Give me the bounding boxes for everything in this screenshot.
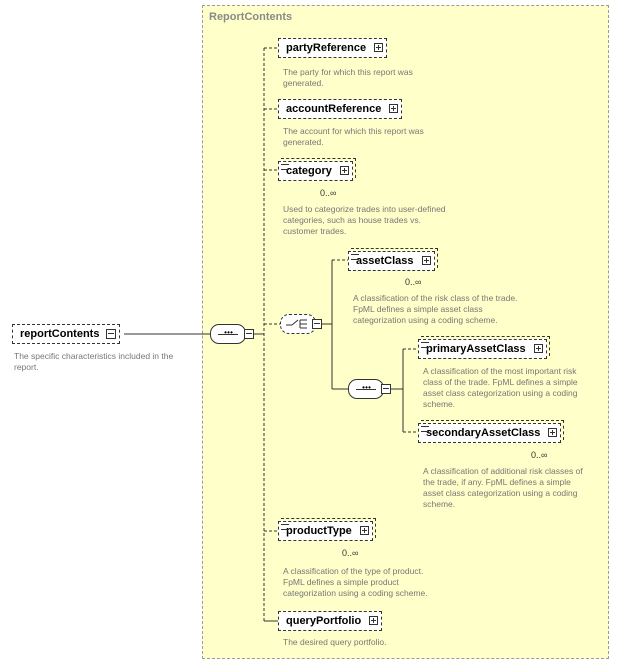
productType-cardinality: 0..∞	[342, 548, 359, 558]
primaryAssetClass-doc: A classification of the most important r…	[423, 366, 578, 409]
sequence-compositor-icon[interactable]	[348, 379, 384, 399]
choice-compositor-icon[interactable]	[280, 314, 316, 334]
secondaryAssetClass-doc: A classification of additional risk clas…	[423, 466, 583, 509]
minus-box-icon[interactable]	[312, 319, 322, 329]
plus-box-icon[interactable]	[389, 104, 399, 113]
plus-box-icon[interactable]	[548, 428, 558, 437]
element-queryPortfolio[interactable]: queryPortfolio	[278, 611, 383, 631]
category-doc: Used to categorize trades into user-defi…	[283, 204, 446, 236]
productType-doc: A classification of the type of product.…	[283, 566, 428, 598]
root-doc: The specific characteristics included in…	[14, 351, 174, 372]
minus-box-icon[interactable]	[106, 329, 117, 339]
element-label: reportContents	[20, 328, 100, 340]
element-accountReference[interactable]: accountReference	[278, 99, 403, 119]
element-category[interactable]: category	[278, 158, 356, 181]
element-secondaryAssetClass[interactable]: secondaryAssetClass	[418, 420, 565, 443]
element-partyReference[interactable]: partyReference	[278, 38, 388, 58]
assetClass-doc: A classification of the risk class of th…	[353, 293, 518, 325]
plus-box-icon[interactable]	[421, 256, 431, 265]
sequence-compositor-icon[interactable]	[210, 324, 246, 344]
element-reportContents[interactable]: reportContents	[12, 324, 121, 344]
plus-box-icon[interactable]	[533, 344, 543, 353]
category-cardinality: 0..∞	[320, 188, 337, 198]
plus-box-icon[interactable]	[339, 166, 349, 175]
group-box	[202, 5, 609, 659]
queryPortfolio-doc: The desired query portfolio.	[283, 637, 387, 647]
minus-box-icon[interactable]	[381, 384, 391, 394]
assetClass-cardinality: 0..∞	[405, 277, 422, 287]
plus-box-icon[interactable]	[359, 526, 369, 535]
plus-box-icon[interactable]	[374, 43, 384, 52]
element-productType[interactable]: productType	[278, 518, 376, 541]
minus-box-icon[interactable]	[244, 329, 254, 339]
element-primaryAssetClass[interactable]: primaryAssetClass	[418, 336, 550, 359]
element-assetClass[interactable]: assetClass	[348, 248, 437, 271]
plus-box-icon[interactable]	[369, 616, 379, 625]
group-title: ReportContents	[209, 11, 293, 23]
secondaryAssetClass-cardinality: 0..∞	[531, 450, 548, 460]
